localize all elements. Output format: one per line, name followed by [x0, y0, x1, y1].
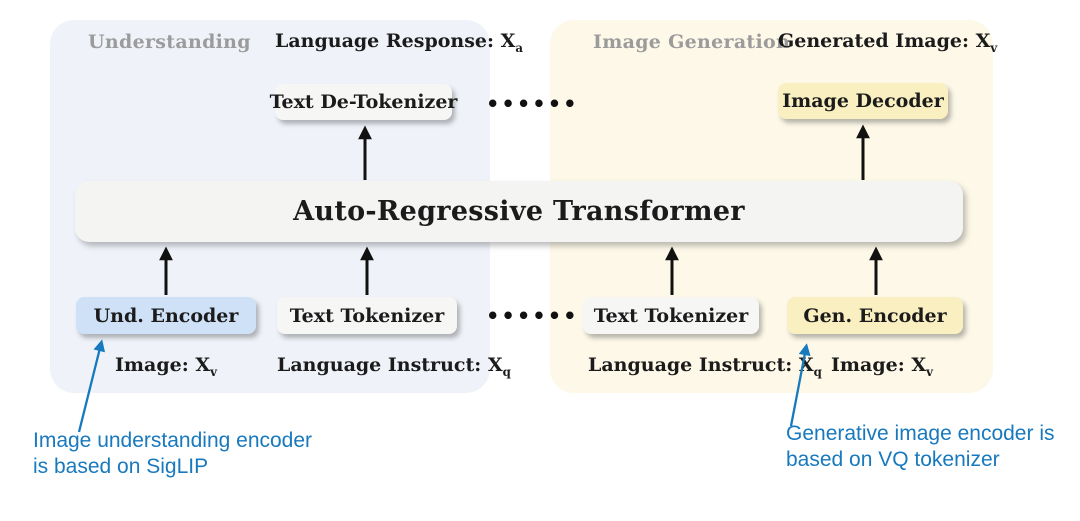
image-input-left-text: Image: X — [115, 354, 211, 376]
language-instruct-right-text: Language Instruct: X — [588, 354, 814, 376]
language-response-label: Language Response: Xa — [275, 30, 523, 55]
ellipsis-dots-top: •••••• — [486, 92, 579, 116]
language-instruct-left-text: Language Instruct: X — [277, 354, 503, 376]
language-response-text: Language Response: X — [275, 30, 516, 52]
vq-annotation-line1: Generative image encoder is — [786, 422, 1055, 445]
language-instruct-left-subscript: q — [502, 364, 511, 379]
generated-image-text: Generated Image: X — [778, 30, 991, 52]
language-response-subscript: a — [515, 40, 524, 55]
language-instruct-right-subscript: q — [813, 364, 822, 379]
image-input-label-left: Image: Xv — [76, 354, 256, 379]
ellipsis-dots-bottom: •••••• — [486, 304, 579, 328]
siglip-annotation-line2: is based on SigLIP — [33, 455, 209, 478]
siglip-annotation: Image understanding encoder is based on … — [33, 428, 312, 480]
generated-image-subscript: v — [990, 40, 998, 55]
siglip-annotation-line1: Image understanding encoder — [33, 429, 313, 452]
image-input-right-text: Image: X — [831, 354, 927, 376]
image-generation-section-label: Image Generation — [593, 31, 791, 53]
vq-annotation-line2: based on VQ tokenizer — [786, 448, 1000, 471]
image-input-left-subscript: v — [210, 364, 217, 379]
image-input-label-right: Image: Xv — [792, 354, 972, 379]
vq-annotation: Generative image encoder is based on VQ … — [786, 421, 1054, 473]
understanding-section-label: Understanding — [88, 31, 251, 53]
image-input-right-subscript: v — [926, 364, 933, 379]
generated-image-label: Generated Image: Xv — [778, 30, 997, 55]
und-encoder-box: Und. Encoder — [76, 297, 256, 334]
auto-regressive-transformer-box: Auto-Regressive Transformer — [75, 181, 963, 242]
text-tokenizer-box-left: Text Tokenizer — [277, 297, 457, 334]
image-decoder-box: Image Decoder — [778, 83, 948, 119]
language-instruct-label-left: Language Instruct: Xq — [277, 354, 511, 379]
text-detokenizer-box: Text De-Tokenizer — [270, 84, 457, 120]
language-instruct-label-right: Language Instruct: Xq — [588, 354, 822, 379]
gen-encoder-box: Gen. Encoder — [787, 297, 963, 334]
text-tokenizer-box-right: Text Tokenizer — [583, 297, 759, 334]
